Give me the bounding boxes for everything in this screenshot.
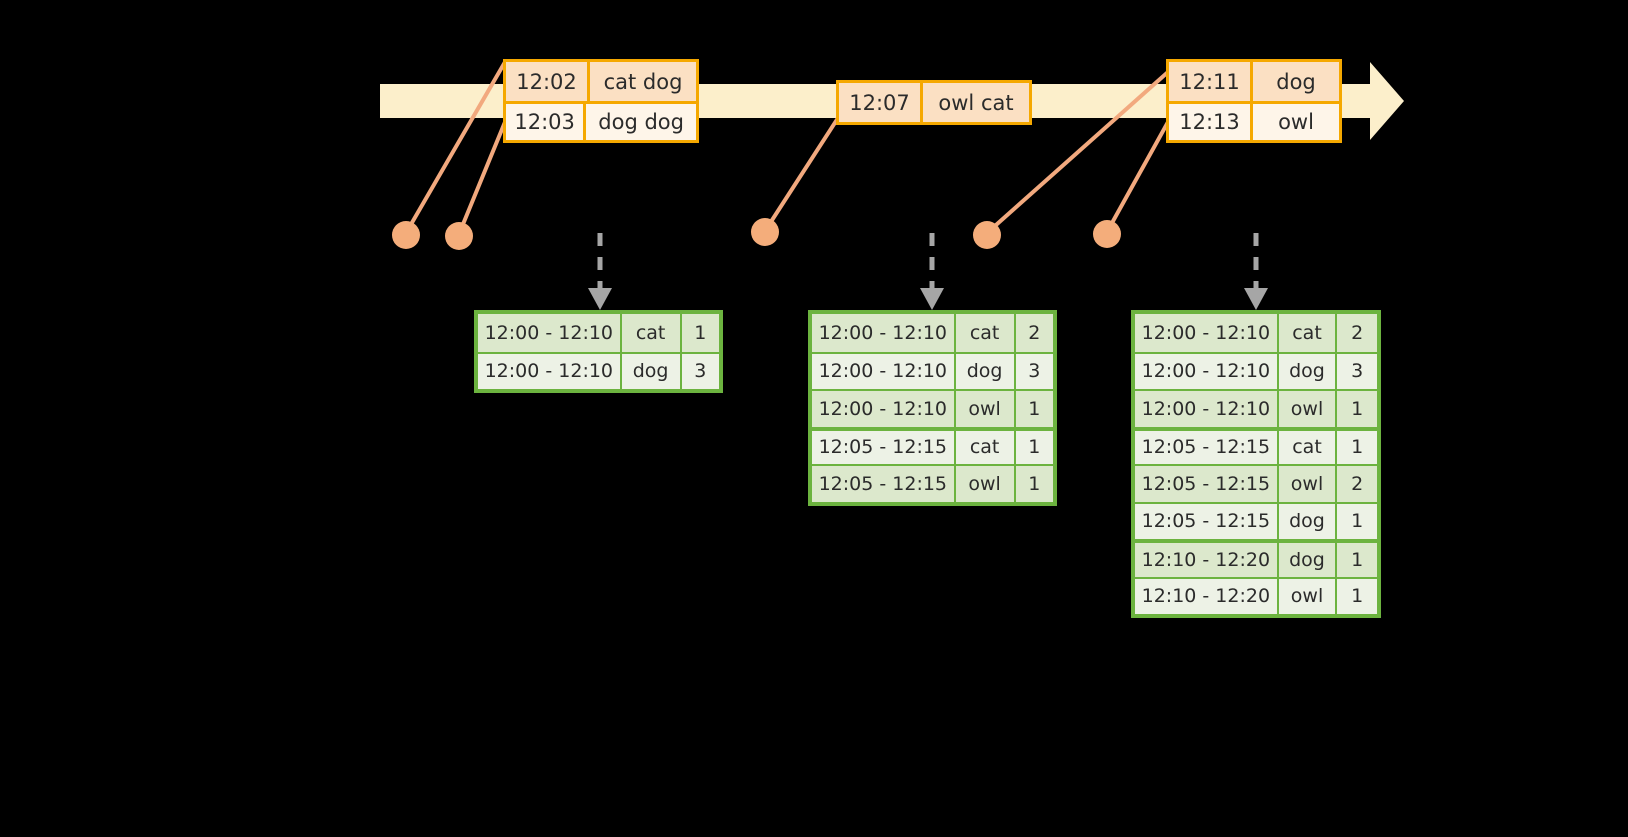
connector-dot xyxy=(751,218,779,246)
cell-count: 3 xyxy=(1028,360,1041,383)
cell-count: 1 xyxy=(1351,436,1364,459)
cell-window: 12:00 - 12:10 xyxy=(812,353,956,389)
table-row[interactable]: 12:00 - 12:10 dog 3 xyxy=(478,351,719,389)
cell-count: 1 xyxy=(694,321,707,344)
event-time: 12:11 xyxy=(1169,62,1253,101)
table-row[interactable]: 12:00 - 12:10 cat 2 xyxy=(812,314,1053,352)
cell-window: 12:05 - 12:15 xyxy=(1135,503,1279,539)
cell-window: 12:00 - 12:10 xyxy=(1135,314,1279,352)
cell-window: 12:00 - 12:10 xyxy=(478,353,622,389)
cell-key: dog xyxy=(1279,353,1338,389)
cell-count: 1 xyxy=(1351,510,1364,533)
event-time: 12:07 xyxy=(839,83,923,122)
cell-count: 2 xyxy=(1351,472,1364,495)
event-time: 12:03 xyxy=(506,104,587,140)
cell-window: 12:00 - 12:10 xyxy=(812,314,956,352)
table-row[interactable]: 12:05 - 12:15 owl 2 xyxy=(1135,464,1377,502)
cell-key: cat xyxy=(956,314,1016,352)
event-row[interactable]: 12:13 owl xyxy=(1169,101,1339,140)
result-table-3[interactable]: 12:00 - 12:10 cat 2 12:00 - 12:10 dog 3 … xyxy=(1131,310,1381,618)
cell-count: 1 xyxy=(1028,472,1041,495)
event-group-2[interactable]: 12:07 owl cat xyxy=(836,80,1032,125)
cell-key: owl xyxy=(956,466,1016,502)
cell-key: cat xyxy=(1279,314,1338,352)
cell-count: 1 xyxy=(1028,436,1041,459)
cell-key: owl xyxy=(1279,391,1338,427)
table-row[interactable]: 12:00 - 12:10 owl 1 xyxy=(812,389,1053,427)
cell-count: 2 xyxy=(1351,321,1364,344)
event-time: 12:13 xyxy=(1169,104,1253,140)
table-row[interactable]: 12:05 - 12:15 cat 1 xyxy=(812,426,1053,464)
cell-count: 1 xyxy=(1351,585,1364,608)
cell-key: owl xyxy=(1279,578,1338,614)
table-row[interactable]: 12:00 - 12:10 dog 3 xyxy=(812,351,1053,389)
cell-count: 1 xyxy=(1351,548,1364,571)
cell-window: 12:05 - 12:15 xyxy=(1135,466,1279,502)
cell-key: dog xyxy=(1279,503,1338,539)
cell-count: 1 xyxy=(1028,397,1041,420)
event-row[interactable]: 12:02 cat dog xyxy=(506,62,696,101)
table-row[interactable]: 12:05 - 12:15 dog 1 xyxy=(1135,501,1377,539)
event-time: 12:02 xyxy=(506,62,590,101)
connector-dot xyxy=(392,221,420,249)
cell-count: 3 xyxy=(694,360,707,383)
emit-arrows xyxy=(597,233,1259,288)
cell-count: 1 xyxy=(1351,397,1364,420)
emit-arrowheads xyxy=(588,288,1268,310)
connector-dot xyxy=(973,221,1001,249)
table-row[interactable]: 12:05 - 12:15 owl 1 xyxy=(812,464,1053,502)
cell-window: 12:10 - 12:20 xyxy=(1135,578,1279,614)
table-row[interactable]: 12:10 - 12:20 owl 1 xyxy=(1135,576,1377,614)
connector-dot xyxy=(1093,220,1121,248)
cell-count: 2 xyxy=(1028,321,1041,344)
cell-key: cat xyxy=(956,430,1016,464)
event-payload: dog dog xyxy=(598,110,684,134)
cell-window: 12:05 - 12:15 xyxy=(812,466,956,502)
cell-window: 12:05 - 12:15 xyxy=(812,430,956,464)
table-row[interactable]: 12:00 - 12:10 cat 1 xyxy=(478,314,719,352)
table-row[interactable]: 12:05 - 12:15 cat 1 xyxy=(1135,426,1377,464)
event-group-3[interactable]: 12:11 dog 12:13 owl xyxy=(1166,59,1342,143)
table-row[interactable]: 12:00 - 12:10 owl 1 xyxy=(1135,389,1377,427)
table-row[interactable]: 12:00 - 12:10 dog 3 xyxy=(1135,351,1377,389)
cell-key: cat xyxy=(622,314,682,352)
cell-key: dog xyxy=(622,353,682,389)
event-payload: cat dog xyxy=(603,69,683,94)
cell-key: dog xyxy=(956,353,1016,389)
cell-count: 3 xyxy=(1351,360,1364,383)
result-table-1[interactable]: 12:00 - 12:10 cat 1 12:00 - 12:10 dog 3 xyxy=(474,310,723,393)
connector-dot xyxy=(445,222,473,250)
event-row[interactable]: 12:07 owl cat xyxy=(839,83,1029,122)
cell-window: 12:10 - 12:20 xyxy=(1135,543,1279,577)
cell-window: 12:00 - 12:10 xyxy=(1135,391,1279,427)
cell-window: 12:00 - 12:10 xyxy=(812,391,956,427)
cell-window: 12:00 - 12:10 xyxy=(1135,353,1279,389)
table-row[interactable]: 12:10 - 12:20 dog 1 xyxy=(1135,539,1377,577)
cell-window: 12:05 - 12:15 xyxy=(1135,430,1279,464)
table-row[interactable]: 12:00 - 12:10 cat 2 xyxy=(1135,314,1377,352)
result-table-2[interactable]: 12:00 - 12:10 cat 2 12:00 - 12:10 dog 3 … xyxy=(808,310,1057,506)
event-row[interactable]: 12:11 dog xyxy=(1169,62,1339,101)
event-payload: owl xyxy=(1278,110,1314,134)
connector-dots xyxy=(392,218,1121,250)
cell-key: owl xyxy=(956,391,1016,427)
cell-key: owl xyxy=(1279,466,1338,502)
cell-key: dog xyxy=(1279,543,1338,577)
cell-window: 12:00 - 12:10 xyxy=(478,314,622,352)
event-row[interactable]: 12:03 dog dog xyxy=(506,101,696,140)
cell-key: cat xyxy=(1279,430,1338,464)
event-group-1[interactable]: 12:02 cat dog 12:03 dog dog xyxy=(503,59,699,143)
event-payload: owl cat xyxy=(938,90,1014,115)
event-payload: dog xyxy=(1276,69,1316,94)
